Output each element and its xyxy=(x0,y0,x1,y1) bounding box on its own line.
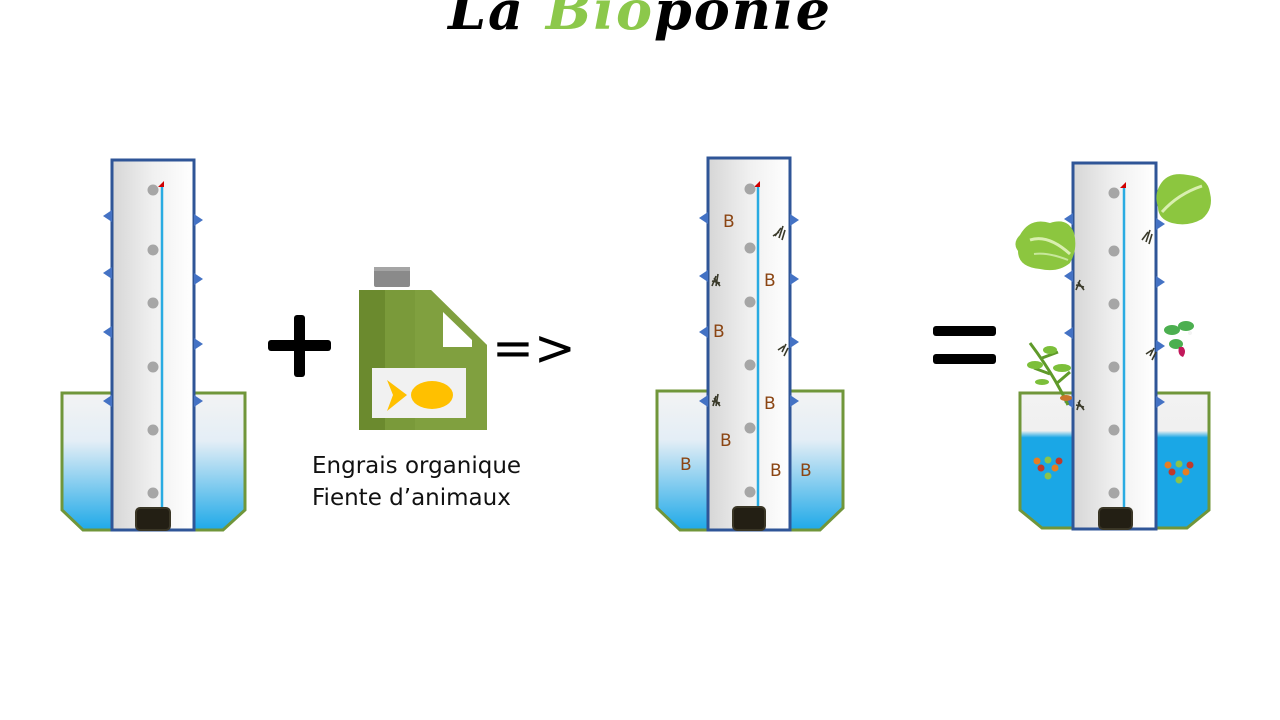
holes xyxy=(1108,187,1120,499)
strawberry-plant-icon xyxy=(1164,321,1194,357)
lettuce-icon xyxy=(1156,174,1211,225)
tower-bacteria: B B B B B B B B xyxy=(655,156,845,532)
title-prefix: La xyxy=(448,0,546,42)
caption-line2: Fiente d’animaux xyxy=(312,485,511,511)
nutrient-balls-icon xyxy=(1033,456,1063,480)
root-icons xyxy=(1075,229,1157,411)
plus-operator xyxy=(268,315,331,377)
arrow-operator: => xyxy=(492,319,576,377)
fertilizer-caption: Engrais organique Fiente d’animaux xyxy=(312,450,521,514)
title-highlight: Bio xyxy=(545,0,655,42)
tomato-leaves xyxy=(1027,346,1071,385)
root-icons xyxy=(711,225,789,407)
stem-base xyxy=(1060,395,1072,401)
tower-empty xyxy=(60,158,247,532)
tower-tube xyxy=(1071,161,1158,531)
pump-icon xyxy=(135,507,171,531)
tower-plants xyxy=(1015,161,1211,531)
water-outlet-icon xyxy=(158,181,164,187)
bacteria-b: B xyxy=(764,271,776,291)
bacteria-b: B xyxy=(720,431,732,451)
bacteria-b: B xyxy=(723,212,735,232)
caption-line1: Engrais organique xyxy=(312,453,522,479)
bacteria-b: B xyxy=(713,322,725,342)
nozzle-icons xyxy=(699,212,799,407)
water-outlet-icon xyxy=(1120,182,1126,188)
water-outlet-icon xyxy=(754,181,760,187)
nutrient-balls-icon xyxy=(1164,460,1194,484)
lettuce-icon xyxy=(1015,221,1076,271)
nozzle-icons xyxy=(1064,213,1165,408)
nozzle-icons xyxy=(103,210,203,407)
bacteria-b: B xyxy=(800,461,812,481)
holes xyxy=(147,184,159,499)
tower-tube xyxy=(110,158,196,532)
bacteria-b: B xyxy=(770,461,782,481)
bacteria-b: B xyxy=(680,455,692,475)
bacteria-b: B xyxy=(764,394,776,414)
holes xyxy=(744,183,756,498)
fertilizer-jerrycan-fish-icon xyxy=(359,267,487,430)
title-suffix: ponie xyxy=(654,0,832,42)
equals-operator xyxy=(933,326,996,364)
bacteria-labels: B B B B B B B B xyxy=(680,212,812,481)
pump-icon xyxy=(732,506,766,531)
pump-icon xyxy=(1098,507,1133,530)
page-title: La Bioponie xyxy=(0,0,1280,42)
